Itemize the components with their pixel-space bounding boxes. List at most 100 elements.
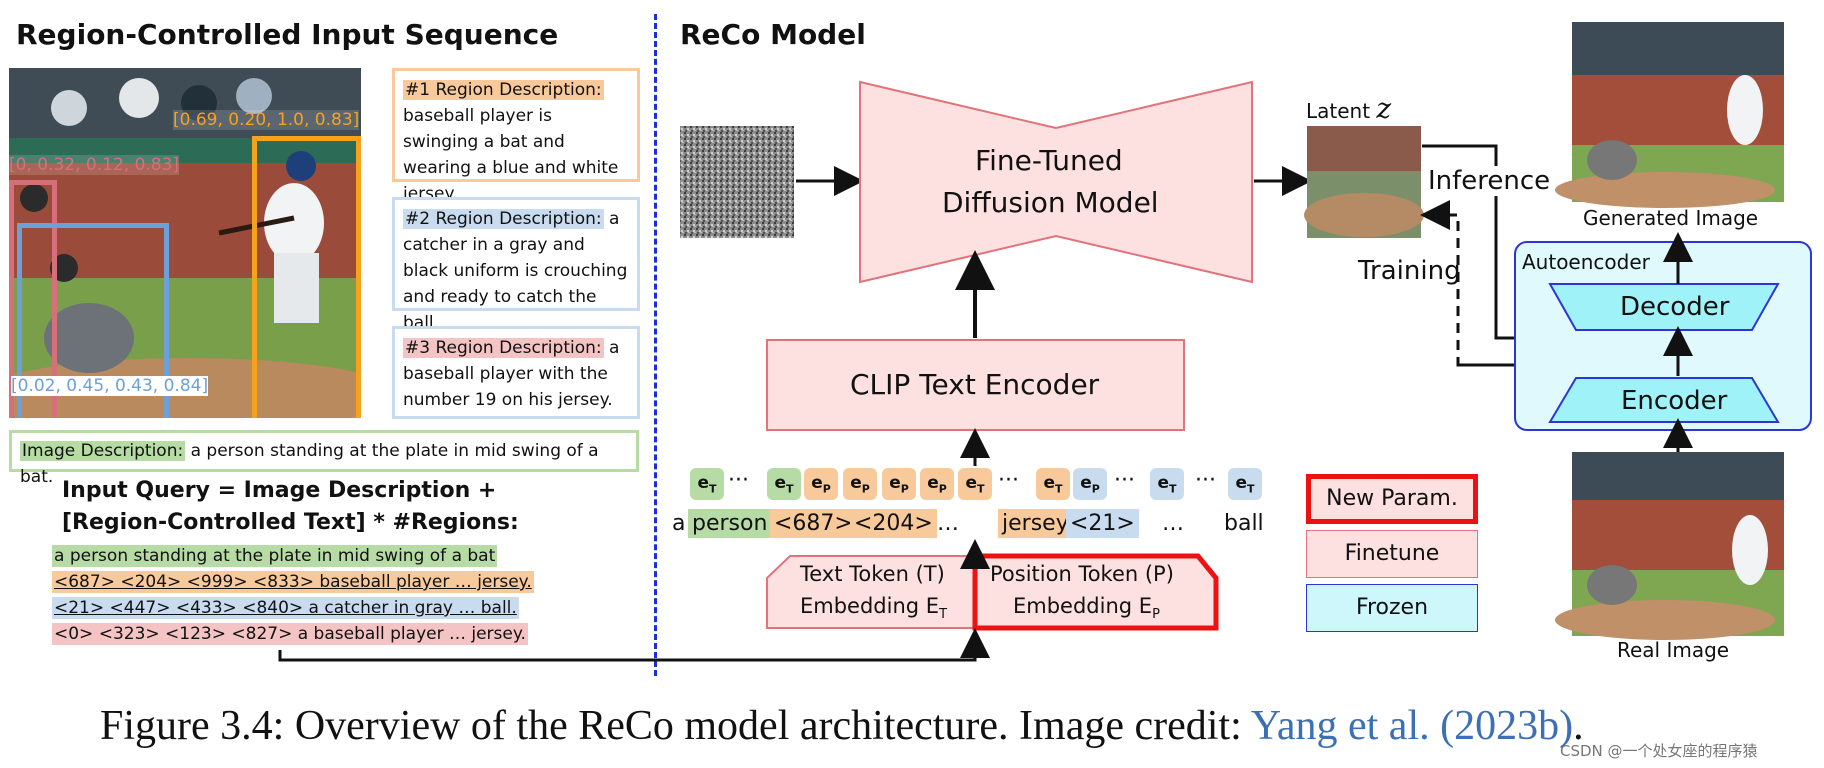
token-et-1-e: e — [697, 473, 709, 493]
latent-symbol: z — [1376, 92, 1392, 125]
clip-encoder-block — [766, 339, 1185, 431]
text-embedding-sub: T — [939, 607, 948, 623]
token-ep-4: eP — [920, 468, 954, 500]
token-dots-4: ··· — [1195, 468, 1216, 493]
position-embedding-label-1: Position Token (P) — [990, 562, 1174, 586]
token-ep-4-e: e — [927, 473, 939, 493]
token-ep-5-e: e — [1080, 473, 1092, 493]
region-description-2-label: #2 Region Description: — [403, 209, 604, 229]
generated-image-label: Generated Image — [1583, 206, 1759, 230]
token-et-5-e: e — [1157, 473, 1169, 493]
legend-finetune: Finetune — [1306, 530, 1478, 578]
token-ep-5: eP — [1073, 468, 1107, 500]
region-description-2: #2 Region Description: a catcher in a gr… — [392, 197, 640, 333]
token-et-6: eT — [1228, 468, 1262, 500]
region-description-1-label: #1 Region Description: — [403, 80, 604, 100]
region-description-3-label: #3 Region Description: — [403, 338, 604, 358]
token-ep-5-sub: P — [1091, 482, 1100, 496]
position-embedding-sub: P — [1152, 607, 1160, 623]
region-description-1: #1 Region Description: baseball player i… — [392, 68, 640, 204]
position-embedding-block — [972, 553, 1219, 631]
decoder-block — [1548, 283, 1780, 331]
token-et-4: eT — [1036, 468, 1070, 500]
latent-image-dirt — [1304, 193, 1424, 237]
region-description-3-text: a baseball player with the number 19 on … — [403, 338, 620, 410]
region-description-1-text: baseball player is swinging a bat and we… — [403, 106, 619, 204]
figure-caption: Figure 3.4: Overview of the ReCo model a… — [100, 702, 1584, 750]
token-et-6-e: e — [1235, 473, 1247, 493]
latent-image-top — [1307, 126, 1421, 171]
diffusion-label-2: Diffusion Model — [942, 186, 1159, 219]
token-ep-2-sub: P — [861, 482, 870, 496]
decoder-label: Decoder — [1620, 292, 1730, 322]
token-ep-1: eP — [804, 468, 838, 500]
inference-label: Inference — [1428, 166, 1551, 196]
word-21: <21> — [1066, 509, 1139, 538]
coord-label-blue: [0.02, 0.45, 0.43, 0.84] — [11, 376, 209, 396]
watermark: CSDN @一个处女座的程序猿 — [1560, 742, 1758, 760]
coord-label-red: [0, 0.32, 0.12, 0.83] — [9, 155, 180, 175]
token-ep-2: eP — [843, 468, 877, 500]
region-box-red — [9, 180, 57, 418]
text-embedding-label-1: Text Token (T) — [800, 562, 945, 586]
caption-end: . — [1573, 703, 1584, 749]
left-panel-title: Region-Controlled Input Sequence — [16, 18, 559, 51]
word-ellipsis-1: … — [937, 511, 959, 536]
token-et-5-sub: T — [1169, 482, 1177, 496]
region-box-orange — [252, 136, 361, 418]
generated-image — [1555, 22, 1784, 208]
query-title-line-1: Input Query = Image Description + — [62, 478, 497, 503]
token-et-5: eT — [1150, 468, 1184, 500]
token-ep-3-sub: P — [900, 482, 909, 496]
panel-divider — [654, 14, 657, 676]
query-title-line-2: [Region-Controlled Text] * #Regions: — [62, 510, 519, 535]
noise-input-image — [680, 126, 794, 238]
token-ep-3-e: e — [889, 473, 901, 493]
token-ep-3: eP — [882, 468, 916, 500]
coord-label-orange: [0.69, 0.20, 1.0, 0.83] — [173, 110, 360, 130]
token-ep-4-sub: P — [938, 482, 947, 496]
diffusion-model-block — [859, 80, 1253, 284]
token-ep-1-sub: P — [822, 482, 831, 496]
token-dots-2: ··· — [998, 468, 1019, 493]
query-line-region-3: <0> <323> <123> <827> a baseball player … — [52, 623, 528, 645]
token-ep-2-e: e — [850, 473, 862, 493]
token-et-1-sub: T — [709, 482, 717, 496]
word-ellipsis-2: … — [1162, 511, 1184, 536]
latent-text: Latent — [1306, 99, 1371, 123]
caption-year[interactable]: (2023b) — [1440, 703, 1574, 749]
legend-new-param: New Param. — [1306, 474, 1478, 524]
region-description-2-text: a catcher in a gray and black uniform is… — [403, 209, 628, 333]
query-to-embedding-line — [278, 628, 990, 662]
legend-frozen: Frozen — [1306, 584, 1478, 632]
image-description-label: Image Description: — [20, 441, 186, 461]
diffusion-label-1: Fine-Tuned — [975, 144, 1123, 177]
word-jersey: jersey — [998, 509, 1073, 538]
real-image-label: Real Image — [1617, 638, 1730, 662]
text-embedding-label-2: Embedding ET — [800, 594, 947, 622]
query-line-region-1: <687> <204> <999> <833> baseball player … — [52, 571, 534, 593]
image-description-box: Image Description: a person standing at … — [9, 430, 639, 487]
token-et-2-sub: T — [786, 482, 794, 496]
token-et-3: eT — [958, 468, 992, 500]
token-ep-1-e: e — [811, 473, 823, 493]
token-dots-1: ··· — [728, 468, 749, 493]
real-image — [1555, 452, 1784, 640]
token-et-2: eT — [767, 468, 801, 500]
query-line-region-2: <21> <447> <433> <840> a catcher in gray… — [52, 597, 519, 619]
latent-label: Latent z — [1306, 92, 1391, 125]
region-description-3: #3 Region Description: a baseball player… — [392, 326, 640, 419]
image-description-text: a person standing at the plate in mid sw… — [20, 441, 599, 487]
word-a: a — [672, 511, 686, 536]
caption-cite[interactable]: Yang et al. — [1250, 703, 1430, 749]
clip-label: CLIP Text Encoder — [850, 368, 1100, 401]
token-et-2-e: e — [774, 473, 786, 493]
token-dots-3: ··· — [1114, 468, 1135, 493]
word-person: person — [688, 509, 772, 538]
token-et-1: eT — [690, 468, 724, 500]
right-panel-title: ReCo Model — [680, 18, 866, 51]
training-arrow — [1420, 200, 1518, 367]
autoencoder-label: Autoencoder — [1522, 250, 1650, 274]
word-687: <687> — [770, 509, 857, 538]
encoder-block — [1548, 377, 1780, 423]
